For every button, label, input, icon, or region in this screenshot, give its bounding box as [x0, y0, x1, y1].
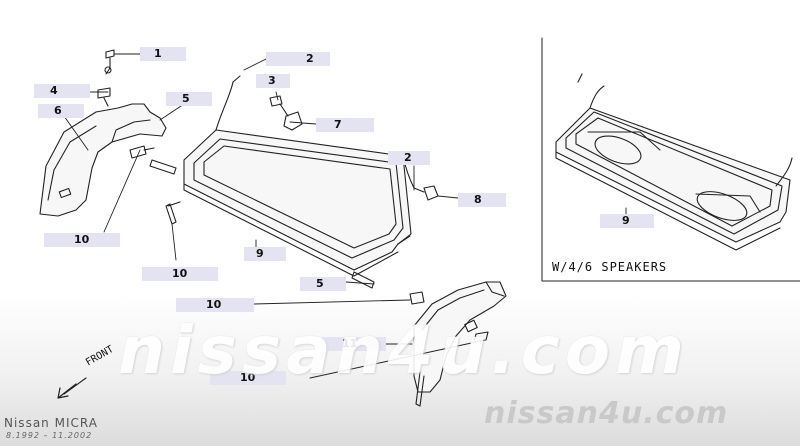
callout-1: 1 [140, 47, 186, 61]
callout-4: 4 [34, 84, 90, 98]
pin-5-left [149, 159, 177, 175]
callout-5-top: 5 [166, 92, 212, 106]
callout-10-mid: 10 [142, 267, 218, 281]
callout-7: 7 [316, 118, 374, 132]
shelf-cord-left [215, 81, 234, 131]
callout-9-inset: 9 [600, 214, 654, 228]
callout-3: 3 [256, 74, 290, 88]
callout-9-main: 9 [244, 247, 286, 261]
footer-model: Nissan MICRA [4, 416, 98, 430]
callout-10-bottom: 10 [210, 371, 286, 385]
pin-5-right [351, 271, 375, 289]
inset-shelf-part [555, 107, 791, 251]
left-bracket-part [39, 103, 167, 217]
bolt-right [409, 291, 425, 305]
bolt-left [129, 145, 147, 159]
leader-lines [63, 53, 627, 379]
callout-11: 11 [322, 337, 386, 351]
right-bracket-part [413, 281, 507, 407]
callout-2-top: 2 [266, 52, 330, 66]
callout-8: 8 [458, 193, 506, 207]
watermark-corner: nissan4u.com [484, 396, 729, 431]
inset-caption: W/4/6 SPEAKERS [552, 260, 668, 274]
screw-10-left [165, 203, 177, 225]
screw-1 [105, 49, 115, 59]
footer-dates: 8.1992 – 11.2002 [6, 431, 93, 440]
callout-10-lower: 10 [176, 298, 254, 312]
watermark-main: nissan4u.com [118, 312, 689, 389]
inset-cord-right [775, 157, 793, 187]
clip-3 [269, 95, 283, 107]
parcel-shelf-part [183, 129, 412, 277]
callout-6: 6 [38, 104, 84, 118]
clip-7 [283, 111, 303, 131]
inset-cord-left [589, 85, 605, 109]
clip-8 [423, 185, 439, 201]
clip-4 [97, 87, 111, 99]
inset-frame [541, 37, 800, 282]
front-arrow [57, 383, 77, 399]
callout-2-right: 2 [388, 151, 430, 165]
callout-5-lower: 5 [300, 277, 346, 291]
bolt-right-lower [473, 331, 489, 343]
callout-10-left: 10 [44, 233, 120, 247]
